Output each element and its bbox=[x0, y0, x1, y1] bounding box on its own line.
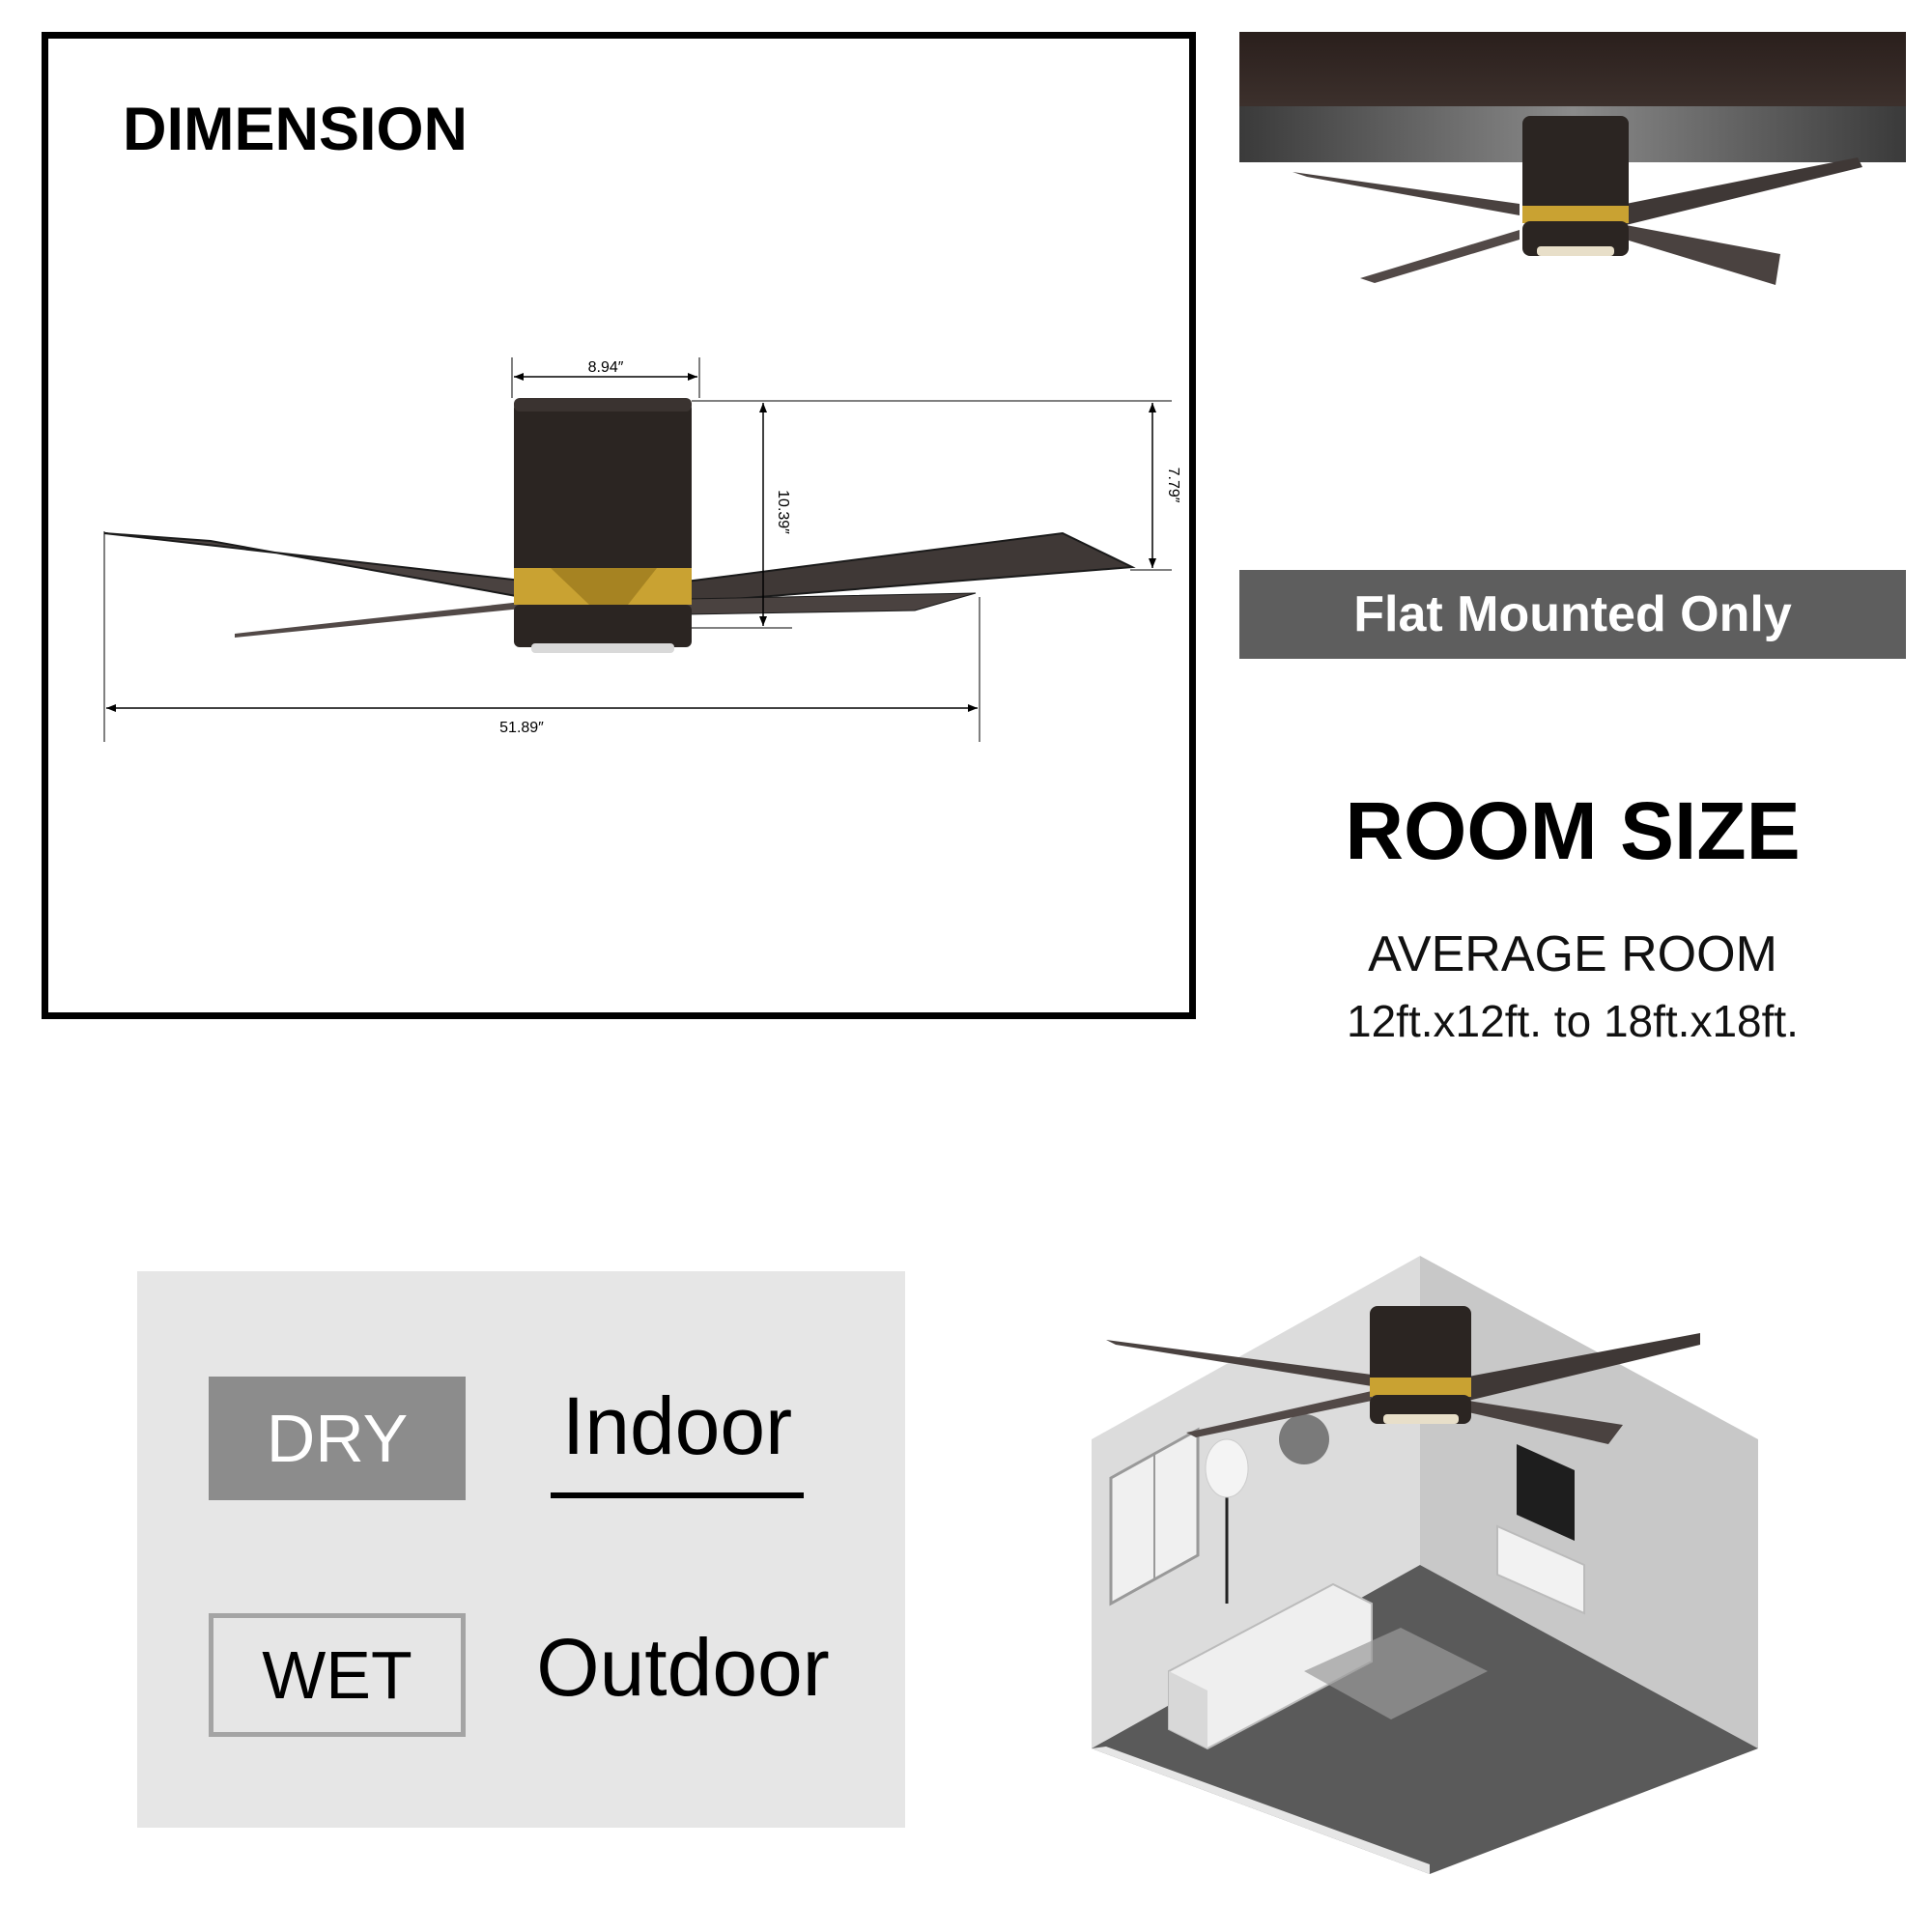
indoor-label: Indoor bbox=[561, 1380, 793, 1471]
room-size-title: ROOM SIZE bbox=[1345, 785, 1801, 876]
flat-mounted-banner: Flat Mounted Only bbox=[1239, 570, 1906, 659]
height-total-label: 10.39″ bbox=[775, 490, 791, 534]
dimension-panel: DIMENSION 8.94″ 10.39″ 7.79″ bbox=[42, 32, 1196, 1019]
indoor-underline bbox=[551, 1492, 804, 1498]
living-room-illustration-icon bbox=[1092, 1256, 1758, 1874]
span-label: 51.89″ bbox=[499, 720, 544, 736]
location-panel: DRY Indoor WET Outdoor bbox=[137, 1271, 905, 1828]
room-size-range: 12ft.x12ft. to 18ft.x18ft. bbox=[1347, 996, 1799, 1046]
height-motor-label: 7.79″ bbox=[1165, 468, 1181, 503]
wet-badge: WET bbox=[209, 1613, 466, 1737]
width-top-label: 8.94″ bbox=[588, 359, 624, 376]
dry-badge: DRY bbox=[209, 1377, 466, 1500]
ceiling-fan-photo-icon bbox=[1239, 32, 1906, 285]
ceiling-fan-dimension-drawing-icon: 8.94″ 10.39″ 7.79″ 51.89″ bbox=[103, 357, 1181, 742]
outdoor-label: Outdoor bbox=[536, 1622, 830, 1713]
dimension-title: DIMENSION bbox=[123, 96, 469, 163]
room-size-average: AVERAGE ROOM bbox=[1368, 926, 1777, 982]
